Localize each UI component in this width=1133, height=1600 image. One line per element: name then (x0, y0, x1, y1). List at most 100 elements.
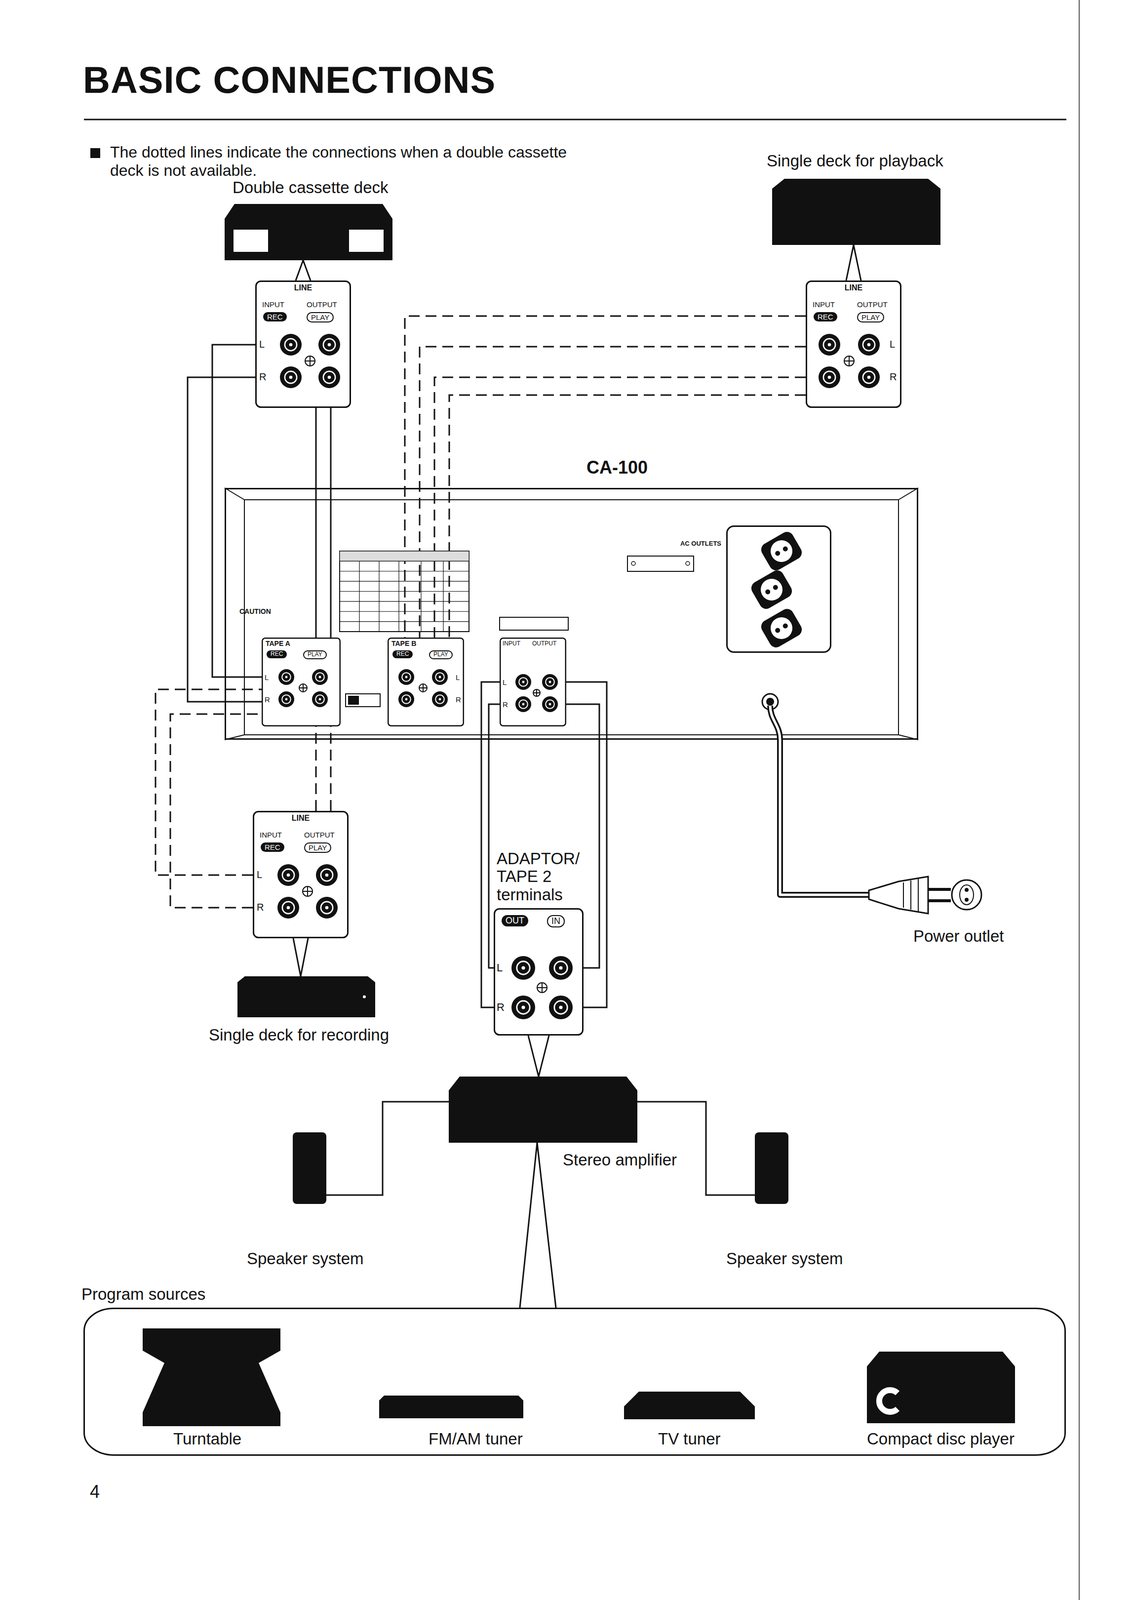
jack-symbol (315, 863, 338, 886)
node-shape (624, 1391, 755, 1419)
play-badge: PLAY (304, 842, 332, 853)
jack-symbol (548, 995, 573, 1019)
jack-symbol (405, 698, 408, 701)
jack-symbol (277, 863, 300, 886)
group-outline (84, 1308, 1066, 1455)
amplifier: Stereo amplifier (448, 1076, 638, 1143)
signal-cable (637, 1101, 755, 1195)
terminal-title: LINE (805, 283, 902, 293)
ac-socket (766, 613, 797, 643)
in-badge: IN (546, 914, 565, 928)
ac-socket (758, 606, 805, 650)
ac-socket (781, 622, 789, 630)
jack-symbol (823, 338, 836, 351)
device-body (224, 203, 393, 261)
device-label: Speaker system (726, 1249, 844, 1268)
jack-symbol (827, 375, 832, 380)
ground-symbol (844, 355, 855, 366)
jack-symbol (862, 371, 875, 384)
jack-symbol (558, 1005, 563, 1009)
jack-label: OUTPUT (306, 300, 338, 309)
jack-label: OUTPUT (857, 300, 888, 309)
ac-socket (766, 536, 797, 566)
jack-symbol (318, 333, 341, 356)
jack-symbol (320, 901, 333, 914)
jack-symbol (548, 955, 573, 980)
jack-symbol (325, 905, 329, 910)
channel-label: R (264, 695, 271, 704)
power-cord (780, 739, 869, 895)
signal-cable (315, 407, 317, 638)
jack-symbol (554, 961, 568, 975)
ac-socket (764, 588, 772, 596)
panel-outline (388, 637, 464, 726)
jack-symbol (548, 680, 552, 684)
jack-symbol (431, 668, 448, 685)
node-shape (292, 1132, 327, 1204)
channel-label: R (455, 695, 462, 704)
jack-symbol (518, 677, 528, 687)
cassette-deck: Single deck for recording (237, 976, 376, 1017)
monitor-terminals: INPUTOUTPUTLR (499, 637, 567, 727)
turntable: Turntable (142, 1328, 281, 1426)
ground-symbol (299, 683, 308, 692)
panel-outline (500, 637, 566, 726)
signal-cable (846, 244, 854, 281)
channel-label: L (264, 672, 269, 682)
signal-cable (170, 713, 262, 908)
jack-symbol (438, 698, 442, 701)
node-shape (754, 1132, 789, 1204)
ground-symbol (533, 689, 541, 697)
device-label: Single deck for recording (208, 1025, 390, 1045)
jack-symbol (327, 343, 332, 347)
jack-symbol (545, 699, 555, 709)
jack-symbol (554, 1000, 568, 1014)
signal-cable (293, 937, 301, 977)
node-shape (448, 1076, 638, 1143)
jack-symbol (286, 905, 291, 910)
jack-symbol (405, 675, 408, 679)
signal-cable (528, 1035, 549, 1077)
jack-symbol (862, 338, 875, 351)
device-label: Compact disc player (866, 1429, 1015, 1448)
device-body (866, 1351, 1016, 1423)
jack-symbol (315, 672, 325, 682)
jack-symbol (823, 371, 836, 384)
speaker: Speaker system (292, 1132, 327, 1204)
jack-symbol (521, 965, 525, 970)
speaker-cabinet (292, 1132, 327, 1204)
node-shape (142, 1328, 281, 1426)
jack-symbol (398, 691, 415, 707)
play-badge: PLAY (857, 312, 885, 323)
ground-symbol (537, 982, 547, 993)
outlet-label: AC OUTLETS (666, 540, 722, 548)
margin-line (1078, 0, 1080, 1600)
jack-symbol (278, 668, 295, 685)
play-badge: PLAY (306, 312, 334, 323)
jack-symbol (318, 698, 322, 701)
jack-symbol (431, 691, 448, 707)
rec-badge: REC (813, 312, 838, 322)
jack-symbol (278, 691, 295, 707)
device-label: Turntable (173, 1429, 242, 1448)
plug-body (903, 878, 919, 912)
panel-outline (256, 281, 351, 408)
jack-symbol (548, 703, 552, 706)
node-shape (493, 907, 584, 1036)
terminal-title: LINE (252, 813, 349, 823)
channel-label: R (256, 901, 264, 913)
name-plate (627, 555, 694, 572)
jack-label: OUTPUT (532, 640, 557, 648)
jack-symbol (281, 672, 291, 682)
device-label: TV tuner (658, 1429, 721, 1448)
adaptor-terminals: ADAPTOR/ TAPE 2 terminalsOUTINLR (493, 907, 584, 1036)
deck-selector (348, 695, 359, 705)
name-plate (631, 561, 636, 566)
jack-label: INPUT (812, 300, 835, 309)
node-shape (237, 976, 376, 1017)
ground-symbol (302, 886, 313, 897)
jack-label: OUTPUT (304, 830, 335, 839)
tape-terminals: TAPE BRECPLAYLR (387, 637, 465, 727)
jack-label: INPUT (502, 640, 521, 648)
terminal-title: TAPE A (265, 639, 291, 648)
